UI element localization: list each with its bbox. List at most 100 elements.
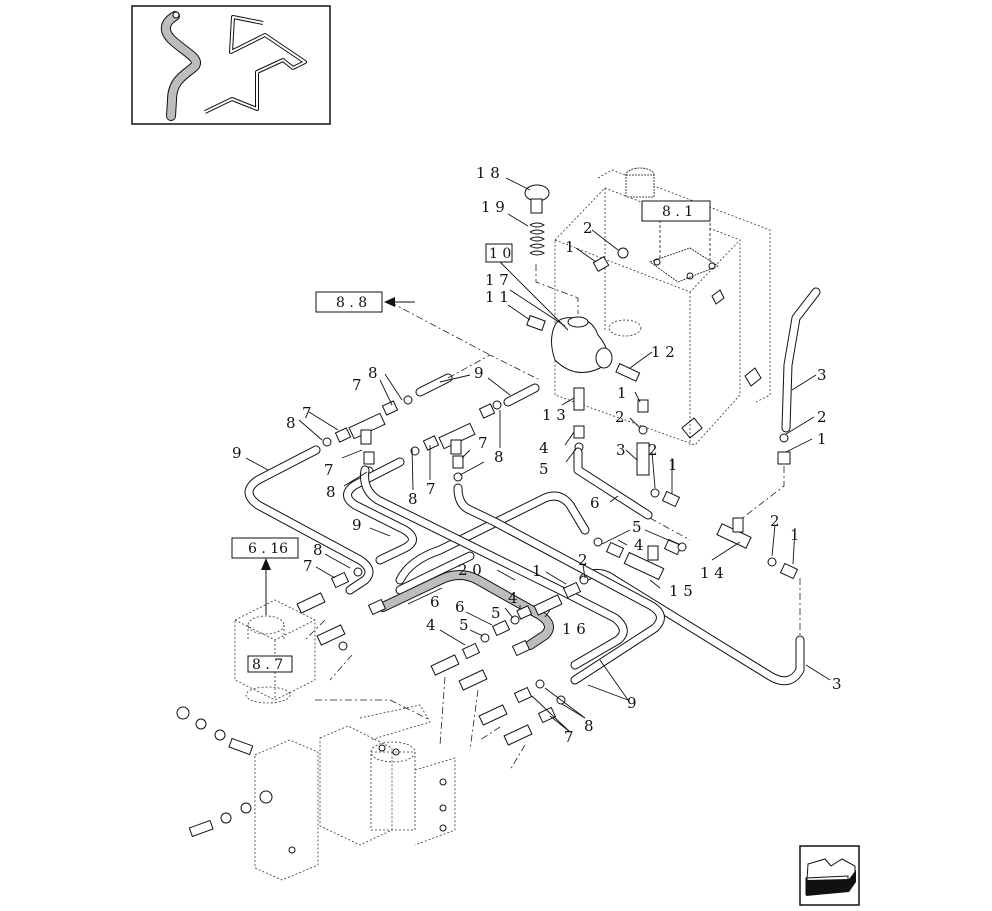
callout-15: 1 5	[669, 582, 693, 600]
callout-2-tee14: 2	[770, 512, 780, 530]
callout-9-mid: 9	[352, 516, 362, 534]
callout-18: 1 8	[476, 164, 500, 182]
callout-8-bottom: 8	[584, 717, 594, 735]
callout-8-left-b: 8	[326, 483, 336, 501]
union-13	[573, 387, 585, 411]
hose-end-a	[367, 598, 387, 616]
tube-mid-run	[360, 465, 628, 670]
ref-box-8-7[interactable]: 8 . 7	[247, 655, 293, 673]
connector-1	[592, 255, 610, 273]
callout-1-right: 1	[817, 430, 827, 448]
callout-11: 1 1	[485, 288, 509, 306]
callout-2-right: 2	[817, 408, 827, 426]
connector-1c	[661, 490, 681, 508]
callout-8-mid: 8	[494, 448, 504, 466]
tee-fitting-14	[716, 517, 752, 549]
callout-3-mid: 3	[616, 441, 626, 459]
ref-box-6-16[interactable]: 6 . 16	[231, 537, 299, 559]
tee-fitting-upper-mid	[438, 422, 476, 455]
connector-7a	[334, 427, 352, 443]
tube-9-mid	[343, 457, 417, 565]
callout-5-upper: 5	[539, 460, 549, 478]
tube-3-short	[636, 442, 650, 476]
callout-1-mid: 1	[617, 384, 627, 402]
ref-box-10: 1 0	[485, 243, 513, 263]
union-12	[615, 363, 641, 382]
connector-7c	[363, 451, 375, 465]
callout-6-hose: 6	[455, 598, 465, 616]
callout-9-bottom: 9	[627, 694, 637, 712]
tube-9-short-b	[503, 383, 540, 407]
callout-3-bottom: 3	[832, 675, 842, 693]
callout-7-left-b: 7	[324, 461, 334, 479]
callout-2-tank: 2	[583, 219, 593, 237]
svg-text:8 . 7: 8 . 7	[252, 657, 283, 673]
previous-page-arrow-icon[interactable]	[799, 845, 860, 906]
pump-assembly	[254, 699, 456, 881]
connector-1e	[779, 562, 799, 580]
washer-8d	[410, 446, 420, 456]
tube-long-arch	[395, 491, 590, 585]
leader-lines	[245, 177, 831, 733]
callout-5-tee: 5	[632, 518, 642, 536]
hose-20	[378, 570, 554, 650]
svg-text:1 0: 1 0	[489, 246, 511, 262]
washer-2	[617, 247, 629, 259]
callout-2-mid: 2	[615, 408, 625, 426]
ref-box-8-8[interactable]: 8 . 8	[315, 291, 383, 313]
connector-7d	[422, 435, 440, 451]
callout-19: 1 9	[481, 198, 505, 216]
callout-7-bottom: 7	[564, 728, 574, 746]
svg-text:6 . 16: 6 . 16	[248, 541, 288, 557]
callout-8-ref: 8	[313, 541, 323, 559]
callout-16: 1 6	[562, 620, 586, 638]
callout-labels: 1 8 1 9 1 7 1 1 2 1 1 2 1 3 4 5 1 2 3 2 …	[232, 164, 842, 746]
washer-8a	[322, 437, 332, 447]
tube-3-right	[781, 287, 821, 433]
callout-6-lower: 6	[430, 593, 440, 611]
callout-3-right: 3	[817, 366, 827, 384]
callout-4-tee: 4	[634, 536, 644, 554]
filter-housing	[649, 217, 719, 283]
washer-2c	[650, 488, 660, 498]
hose-thumbnail-icon	[160, 11, 201, 121]
callout-7-top: 7	[352, 376, 362, 394]
connector-4b	[605, 541, 625, 559]
callout-1-lower: 1	[668, 456, 678, 474]
callout-4-lower: 4	[426, 616, 436, 634]
tee-fitting-15	[623, 545, 665, 581]
filter-cap-icon	[625, 167, 655, 198]
spring-19	[529, 222, 546, 256]
callout-1-tee14: 1	[790, 526, 800, 544]
callout-1-long: 1	[532, 562, 542, 580]
callout-5-hose-b: 5	[459, 616, 469, 634]
callout-1-tank: 1	[565, 238, 575, 256]
ref-8-8-arrow	[384, 297, 415, 307]
svg-text:8 . 1: 8 . 1	[662, 204, 693, 220]
callout-4-hose: 4	[508, 589, 518, 607]
callout-7-mid-b: 7	[426, 480, 436, 498]
connector-7f	[452, 455, 464, 469]
tube-9-short-a	[415, 373, 453, 397]
callout-8-mid-b: 8	[408, 490, 418, 508]
washer-8e	[492, 400, 502, 410]
connector-7b	[381, 400, 399, 416]
connector-1b	[637, 399, 649, 413]
ref-6-16-arrow	[261, 558, 271, 615]
adapter-fittings	[296, 567, 589, 746]
tee-fitting-upper-left	[348, 412, 386, 445]
connector-1d	[777, 451, 791, 465]
callout-12: 1 2	[651, 343, 675, 361]
ref-box-8-1[interactable]: 8 . 1	[641, 200, 711, 222]
hydraulic-tank	[554, 167, 771, 446]
thumbnail-inset	[131, 5, 331, 125]
callout-20: 2 0	[458, 561, 482, 579]
bolt-set-lower	[188, 790, 273, 838]
svg-text:8 . 8: 8 . 8	[336, 295, 367, 311]
valve-block-8-7	[234, 599, 316, 704]
cap-screw-18	[524, 184, 550, 214]
tube-6-upper	[573, 447, 653, 520]
callout-8-left: 8	[286, 414, 296, 432]
tube-9-left	[244, 445, 374, 595]
